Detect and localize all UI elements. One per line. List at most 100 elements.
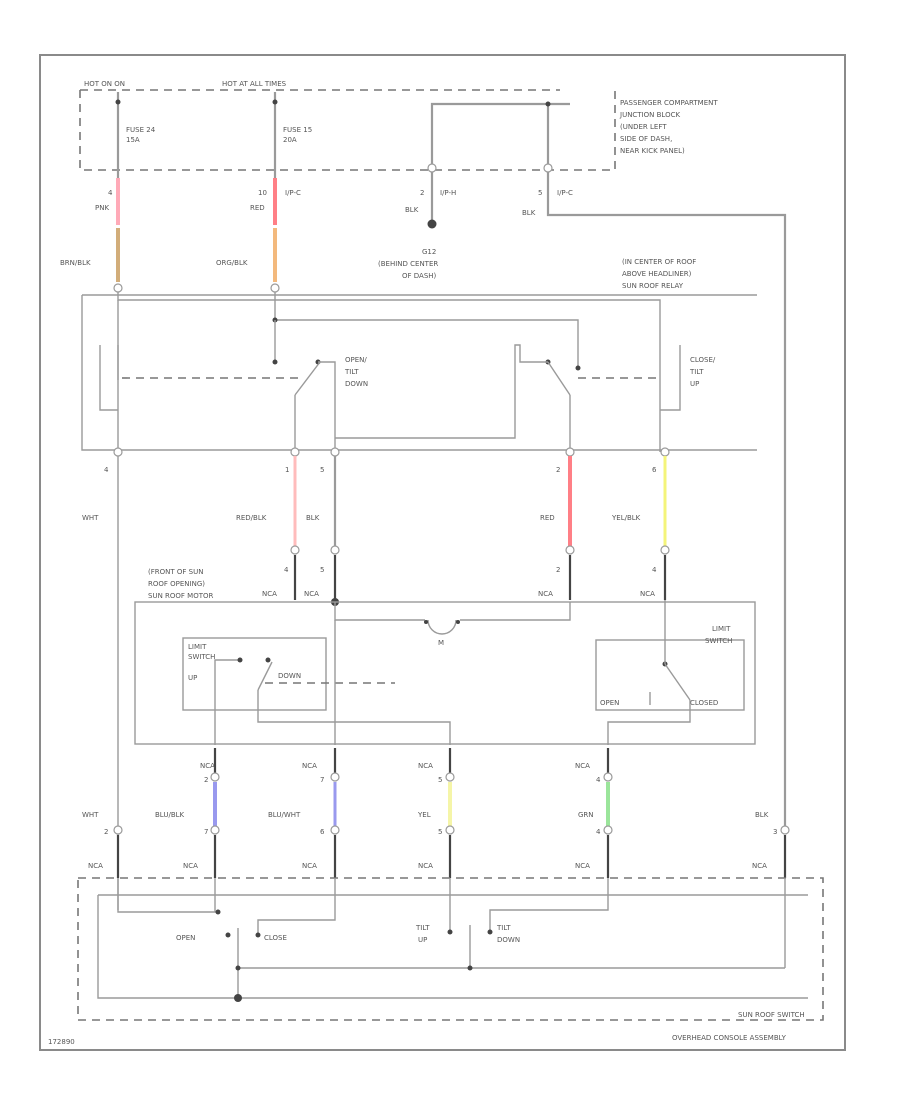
relay-right-loop	[335, 344, 548, 439]
limit-left-arm	[257, 661, 273, 691]
svg-text:SWITCH: SWITCH	[188, 653, 215, 661]
fuse-b-label: FUSE 15	[283, 126, 312, 134]
svg-text:RED: RED	[540, 514, 555, 522]
svg-text:10: 10	[258, 189, 267, 197]
svg-text:WHT: WHT	[82, 514, 99, 522]
brn-blk-label: BRN/BLK	[60, 259, 91, 267]
svg-text:NCA: NCA	[575, 862, 590, 870]
relay-in-2	[270, 283, 280, 293]
svg-text:BLK: BLK	[306, 514, 320, 522]
limit-left-node-down	[265, 657, 271, 663]
svg-text:RED: RED	[250, 204, 265, 212]
relay-pin-labels: 4 1 5 2 6	[104, 466, 657, 474]
limit-left-down: DOWN	[278, 672, 301, 680]
svg-text:(IN CENTER OF ROOF: (IN CENTER OF ROOF	[622, 258, 696, 266]
switch-conn-blu-wht	[330, 825, 340, 835]
switch-conn-wht	[113, 825, 123, 835]
limit-left-up-contact	[214, 659, 240, 700]
sw-node-close	[255, 932, 261, 938]
sw-ground-node-c	[234, 994, 242, 1002]
svg-text:OVERHEAD CONSOLE ASSEMBLY: OVERHEAD CONSOLE ASSEMBLY	[672, 1034, 787, 1042]
svg-text:YEL: YEL	[417, 811, 431, 819]
svg-text:BLK: BLK	[522, 209, 536, 217]
svg-text:ABOVE HEADLINER): ABOVE HEADLINER)	[622, 270, 692, 278]
top-pin-3: 2 I/P-H BLK	[405, 189, 456, 214]
svg-text:WHT: WHT	[82, 811, 99, 819]
motor-node-left	[424, 620, 428, 624]
svg-text:UP: UP	[418, 936, 427, 944]
svg-text:NCA: NCA	[88, 862, 103, 870]
sw-tilt-up-node	[447, 929, 453, 935]
svg-text:ROOF OPENING): ROOF OPENING)	[148, 580, 205, 588]
motor-lead-left	[334, 602, 425, 621]
svg-text:OPEN/: OPEN/	[345, 356, 367, 364]
svg-text:NCA: NCA	[304, 590, 319, 598]
sw-illum-bus	[97, 895, 808, 999]
hot-start-label: HOT ON ON	[84, 80, 125, 88]
svg-text:7: 7	[320, 776, 324, 784]
relay-bus-left	[117, 292, 661, 452]
motor-pin-labels: 4 5 2 4 NCA NCA NCA NCA	[262, 566, 657, 598]
svg-text:(BEHIND CENTER: (BEHIND CENTER	[378, 260, 438, 268]
svg-text:RED/BLK: RED/BLK	[236, 514, 267, 522]
svg-text:6: 6	[652, 466, 657, 474]
svg-text:(UNDER LEFT: (UNDER LEFT	[620, 123, 667, 131]
switch-assembly-label: SUN ROOF SWITCH OVERHEAD CONSOLE ASSEMBL…	[672, 1011, 805, 1042]
svg-text:(FRONT OF SUN: (FRONT OF SUN	[148, 568, 203, 576]
svg-text:OF DASH): OF DASH)	[402, 272, 437, 280]
svg-text:SUN ROOF SWITCH: SUN ROOF SWITCH	[738, 1011, 805, 1019]
svg-text:4: 4	[596, 776, 601, 784]
switch-nca-labels: NCA NCA NCA NCA NCA NCA	[88, 862, 767, 870]
limit-left-up: UP	[188, 674, 197, 682]
fuse-a-node	[115, 99, 121, 105]
sw-wht-bus	[117, 878, 218, 913]
svg-text:UP: UP	[690, 380, 699, 388]
switch-tilt-up-label: TILT UP	[415, 924, 430, 944]
motor-m-label: M	[438, 639, 444, 647]
sw-open-contact	[225, 932, 231, 938]
switch-conn-yel	[445, 825, 455, 835]
hot-always-label: HOT AT ALL TIMES	[222, 80, 287, 88]
motor-lead-right	[460, 602, 571, 621]
svg-text:4: 4	[108, 189, 113, 197]
sw-blu-wht-run	[257, 878, 336, 935]
svg-text:2: 2	[104, 828, 108, 836]
svg-text:5: 5	[438, 828, 442, 836]
jb-bus-node	[545, 101, 551, 107]
svg-text:NCA: NCA	[575, 762, 590, 770]
relay-right-contact-b	[575, 365, 581, 371]
limit-left-common	[257, 690, 451, 745]
svg-text:SIDE OF DASH,: SIDE OF DASH,	[620, 135, 672, 143]
sw-grn-run	[489, 878, 609, 932]
svg-text:LIMIT: LIMIT	[712, 625, 731, 633]
top-pin-1: 4 PNK	[95, 189, 113, 212]
relay-pin-5	[330, 447, 340, 457]
svg-text:SUN ROOF MOTOR: SUN ROOF MOTOR	[148, 592, 213, 600]
org-blk-label: ORG/BLK	[216, 259, 248, 267]
limit-switch-right	[595, 639, 745, 711]
diagram-border	[39, 54, 846, 1051]
relay-right-coil-frame	[660, 345, 681, 411]
switch-conn-blu-blk	[210, 825, 220, 835]
jb-pin-5-terminal	[543, 163, 553, 173]
relay-switch-left-label: OPEN/ TILT DOWN	[344, 356, 368, 388]
sw-ground-node-b	[467, 965, 473, 971]
junction-block-outline	[79, 90, 616, 171]
motor-label: (FRONT OF SUN ROOF OPENING) SUN ROOF MOT…	[148, 568, 213, 600]
jb-pin-2-terminal	[427, 163, 437, 173]
svg-text:BLU/WHT: BLU/WHT	[268, 811, 301, 819]
svg-text:NCA: NCA	[183, 862, 198, 870]
svg-text:1: 1	[285, 466, 289, 474]
lower-conn-1	[210, 772, 220, 782]
switch-tilt-down-label: TILT DOWN	[496, 924, 520, 944]
limit-right-closed: CLOSED	[690, 699, 718, 707]
sw-tilt-down-node	[487, 929, 493, 935]
svg-text:2: 2	[556, 566, 560, 574]
svg-text:NCA: NCA	[538, 590, 553, 598]
limit-right-arm	[664, 663, 691, 701]
svg-text:GRN: GRN	[578, 811, 594, 819]
svg-text:5: 5	[538, 189, 542, 197]
svg-text:G12: G12	[422, 248, 436, 256]
limit-right-open: OPEN	[600, 699, 619, 707]
